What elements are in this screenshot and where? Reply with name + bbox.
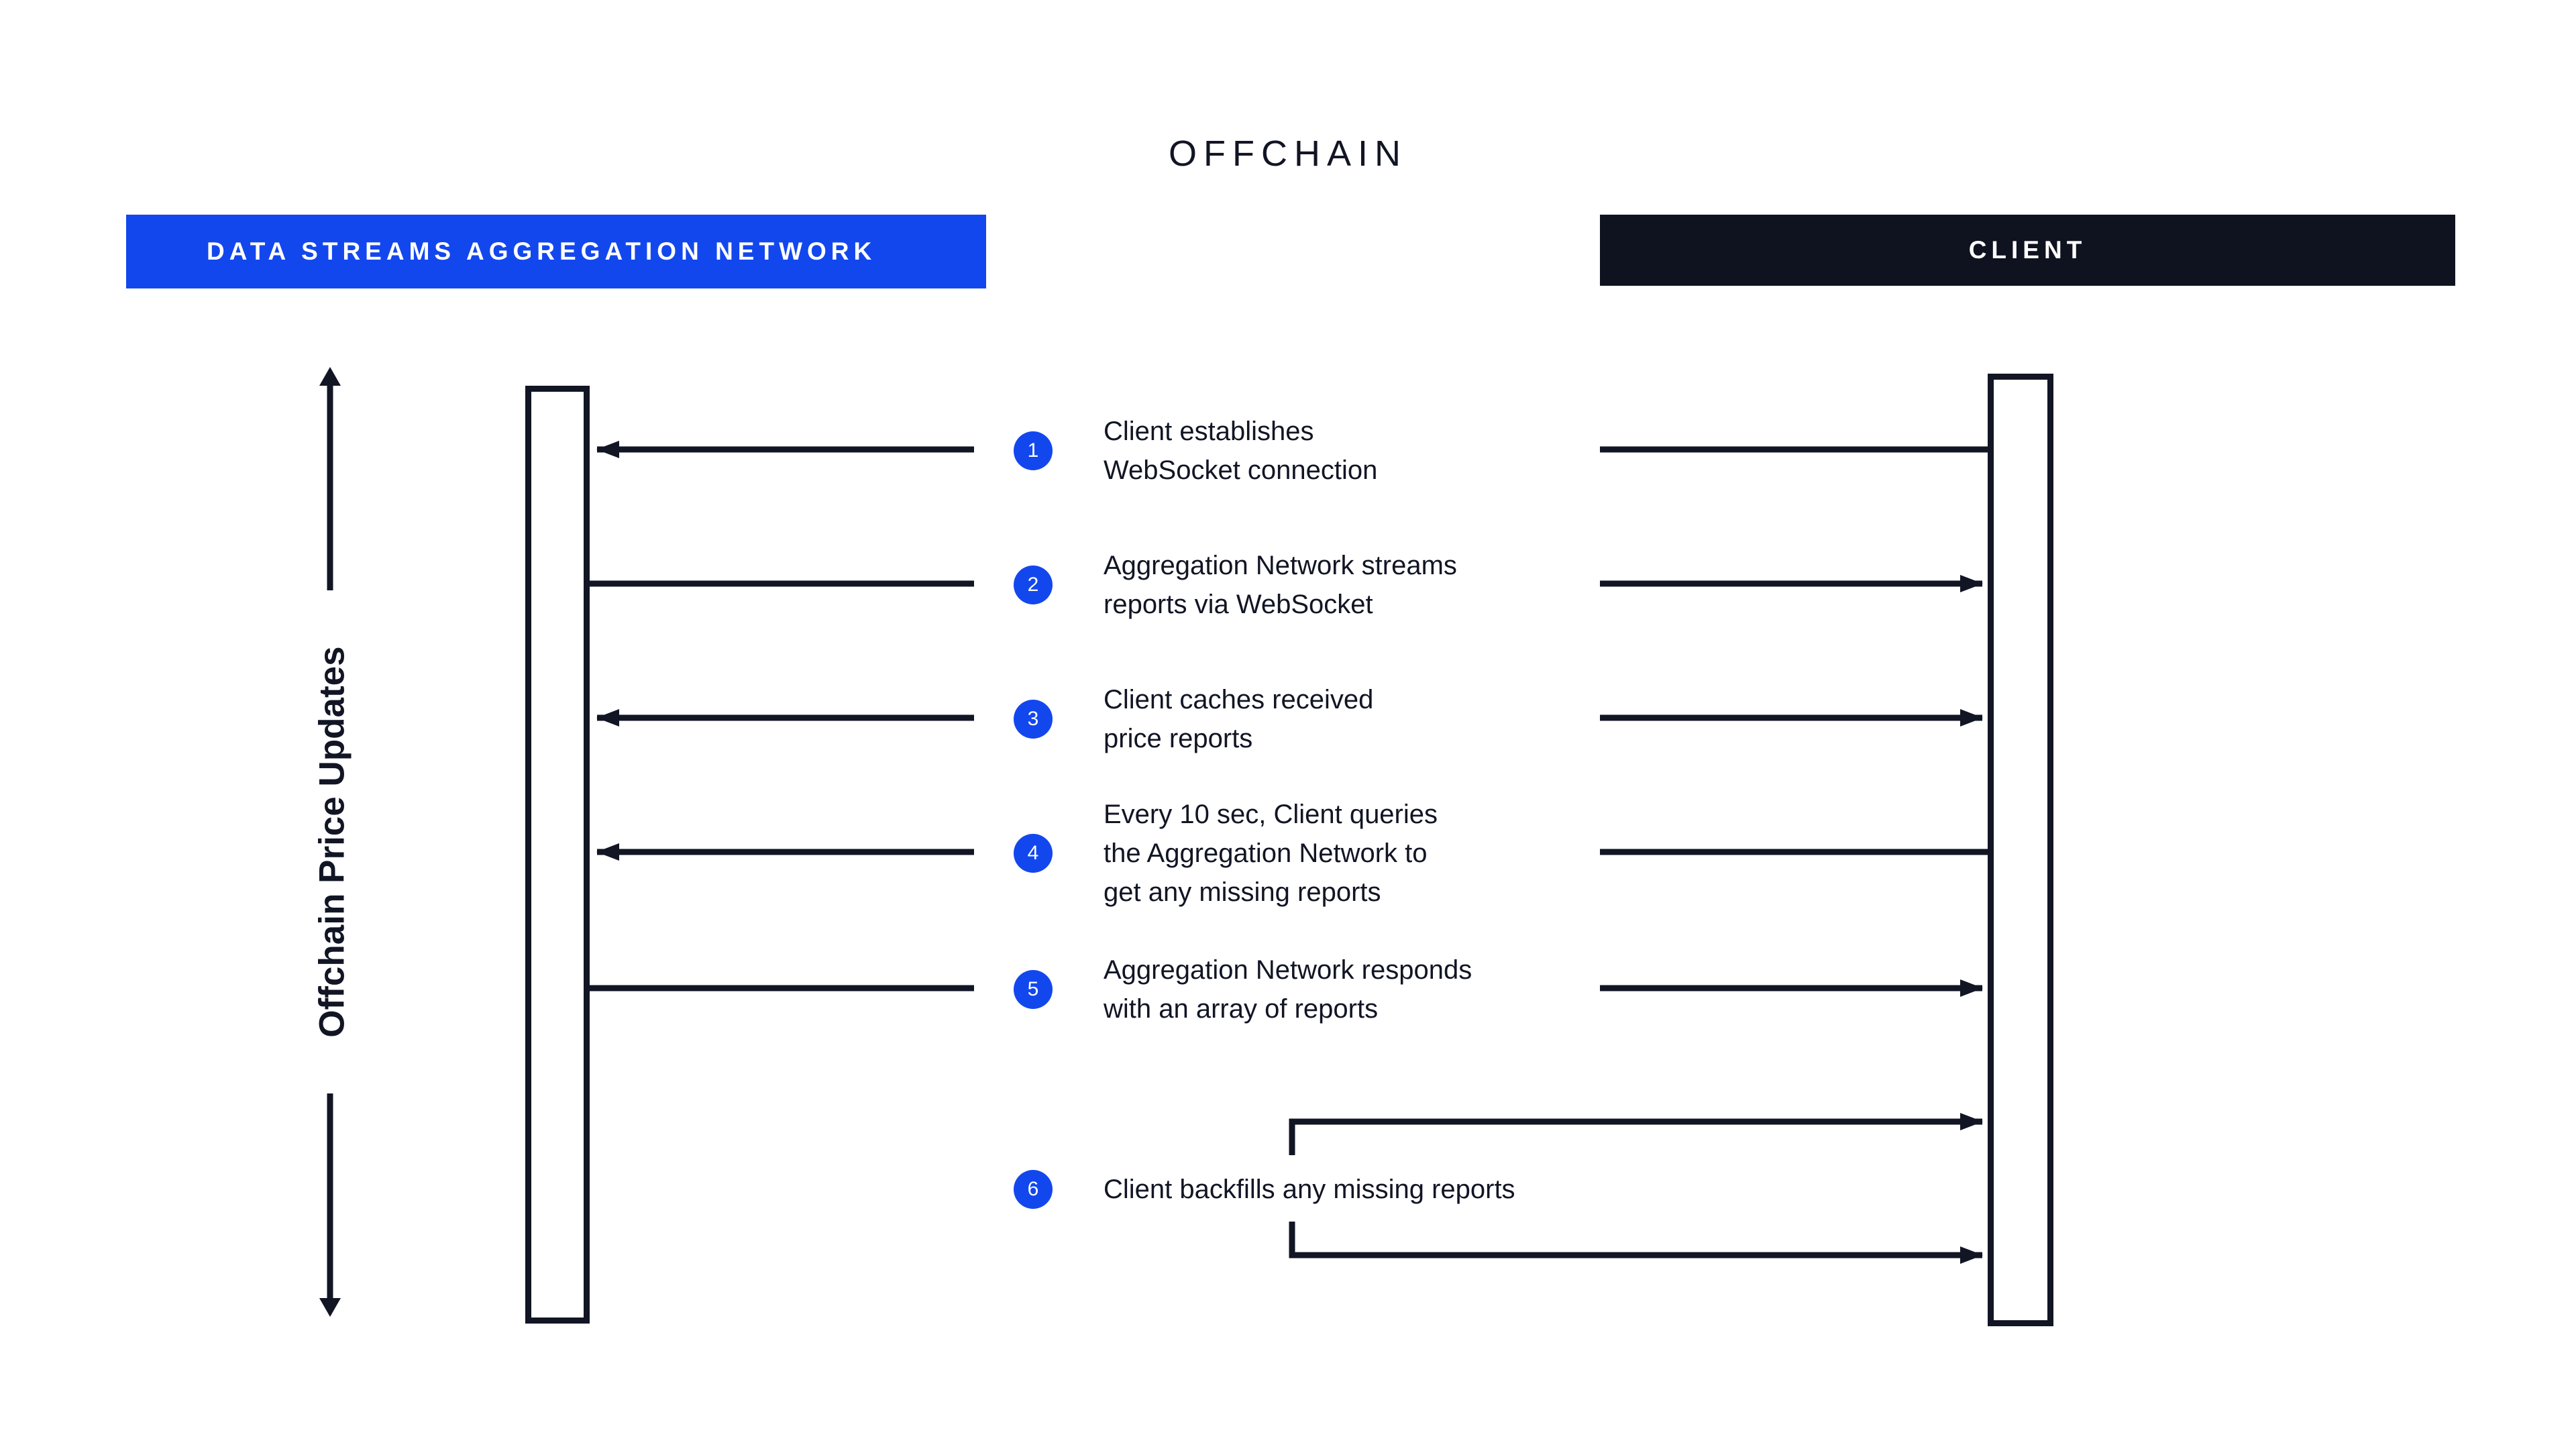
- step-text-5: Aggregation Network responds with an arr…: [1104, 955, 1472, 1024]
- step-text-1: Client establishes WebSocket connection: [1104, 417, 1378, 485]
- axis-double-arrow-icon: [319, 367, 341, 1317]
- actor-header-client: CLIENT: [1600, 215, 2455, 286]
- step-badge-3-number: 3: [1027, 708, 1039, 730]
- step-badge-3: 3: [1014, 700, 1053, 739]
- step-text-2: Aggregation Network streams reports via …: [1104, 551, 1457, 619]
- arrow-self-loop-bottom-step-6: [1289, 1222, 1983, 1264]
- arrow-self-loop-top-step-6: [1289, 1113, 1983, 1155]
- page-title: OFFCHAIN: [1169, 133, 1407, 174]
- step-badge-2: 2: [1014, 566, 1053, 604]
- step-badge-1-number: 1: [1027, 439, 1039, 462]
- actor-header-aggregation-network-label: DATA STREAMS AGGREGATION NETWORK: [207, 237, 877, 265]
- step-badge-1: 1: [1014, 431, 1053, 470]
- step-text-6: Client backfills any missing reports: [1104, 1175, 1515, 1204]
- step-badge-4-number: 4: [1027, 842, 1039, 864]
- step-badge-4: 4: [1014, 834, 1053, 873]
- step-badge-6-number: 6: [1027, 1178, 1039, 1200]
- step-badge-6: 6: [1014, 1170, 1053, 1209]
- lifeline-aggregation-network: [525, 386, 590, 1324]
- step-text-4: Every 10 sec, Client queries the Aggrega…: [1104, 800, 1438, 907]
- offchain-price-updates-axis: Offchain Price Updates: [288, 366, 376, 1318]
- actor-header-client-label: CLIENT: [1968, 236, 2087, 264]
- step-badge-5: 5: [1014, 970, 1053, 1009]
- lifeline-client: [1988, 374, 2053, 1326]
- actor-header-aggregation-network: DATA STREAMS AGGREGATION NETWORK: [126, 215, 986, 288]
- step-badge-5-number: 5: [1027, 978, 1039, 1000]
- step-badge-2-number: 2: [1027, 574, 1039, 596]
- step-text-3: Client caches received price reports: [1104, 685, 1374, 753]
- axis-label: Offchain Price Updates: [312, 646, 352, 1038]
